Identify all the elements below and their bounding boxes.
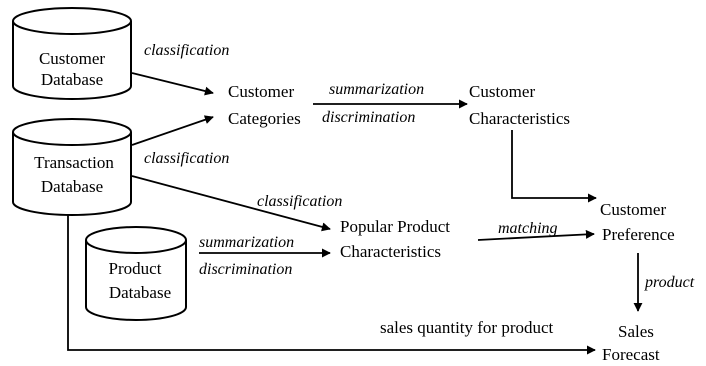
product-database-label-2: Database	[109, 283, 171, 302]
arrow-transaction-db-to-forecast	[67, 215, 596, 355]
edge-label-summarization-top: summarization	[329, 81, 424, 98]
sales-forecast-label-1: Sales	[618, 322, 654, 341]
edge-label-discrimination-product: discrimination	[199, 261, 292, 278]
product-database-body	[85, 240, 187, 321]
customer-database-label-2: Database	[41, 70, 103, 89]
transaction-database-label-2: Database	[41, 177, 103, 196]
customer-characteristics-label-2: Characteristics	[469, 109, 570, 128]
customer-database-body	[12, 21, 132, 100]
sales-forecast-label-2: Forecast	[602, 345, 660, 364]
edge-label-product: product	[644, 274, 695, 291]
arrow-transaction-db-to-categories	[131, 115, 214, 146]
transaction-database: Transaction Database	[12, 118, 132, 216]
popular-product-label-1: Popular Product	[340, 217, 450, 236]
customer-database-top	[12, 7, 132, 35]
customer-database-label-1: Customer	[39, 49, 105, 68]
product-database-top	[85, 226, 187, 254]
edge-label-classification-to-popular: classification	[257, 193, 342, 210]
edge-label-classification-customer-db: classification	[144, 42, 229, 59]
customer-categories-label-2: Categories	[228, 109, 301, 128]
customer-database: Customer Database	[12, 7, 132, 100]
customer-categories-label-1: Customer	[228, 82, 294, 101]
arrow-customer-db-to-categories	[131, 72, 214, 96]
popular-product-label-2: Characteristics	[340, 242, 441, 261]
edge-label-matching: matching	[498, 220, 558, 237]
transaction-database-top	[12, 118, 132, 146]
customer-preference-label-1: Customer	[600, 200, 666, 219]
arrow-popular-to-preference	[477, 229, 595, 241]
edge-label-summarization-product: summarization	[199, 234, 294, 251]
transaction-database-label-1: Transaction	[34, 153, 114, 172]
arrow-transaction-db-to-popular	[131, 175, 331, 232]
product-database-label-1: Product	[109, 259, 162, 278]
arrow-characteristics-to-preference	[511, 130, 597, 203]
edge-label-discrimination-top: discrimination	[322, 109, 415, 126]
product-database: Product Database	[85, 226, 187, 321]
customer-preference-label-2: Preference	[602, 225, 675, 244]
edge-label-sales-quantity: sales quantity for product	[380, 318, 554, 337]
edge-label-classification-transaction-db: classification	[144, 150, 229, 167]
customer-characteristics-label-1: Customer	[469, 82, 535, 101]
transaction-database-body	[12, 132, 132, 216]
